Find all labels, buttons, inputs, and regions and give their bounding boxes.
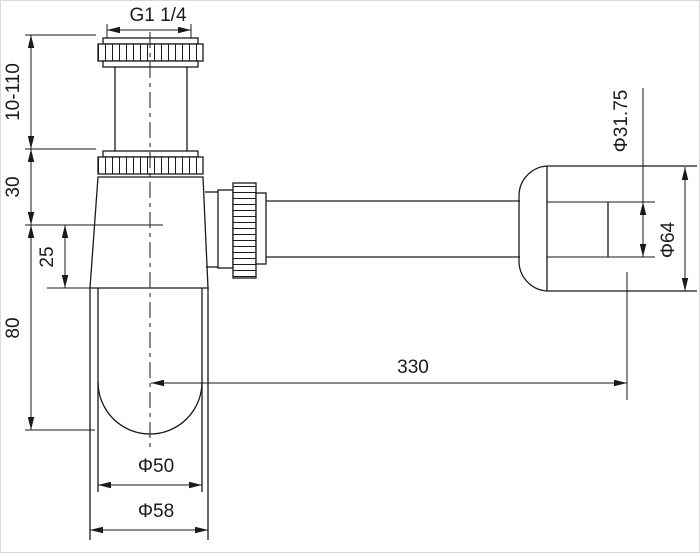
extension-lines [25,24,655,431]
outlet-collar [255,192,267,265]
dimension-lines [27,26,689,534]
bottom-cup [89,288,209,540]
dim-cup-inner-diameter: Φ50 [137,456,175,477]
dim-flange-diameter: Φ64 [658,221,679,259]
wall-pipe [266,200,520,258]
dim-cup-height: 80 [3,317,24,339]
wall-flange [518,165,697,292]
dim-adjustable-height: 10-110 [3,63,24,121]
standpipe [114,67,188,151]
trap-body [89,176,209,289]
dim-thread-size: G1 1/4 [129,5,187,26]
dim-cup-outer-diameter: Φ58 [137,501,175,522]
outlet-nut [232,182,257,279]
dim-outlet-to-joint: 25 [37,246,58,268]
outlet-connection [205,182,267,279]
dim-outlet-length: 330 [397,357,429,378]
dim-body-to-outlet: 30 [3,176,24,198]
dim-pipe-diameter: Φ31.75 [611,89,632,153]
